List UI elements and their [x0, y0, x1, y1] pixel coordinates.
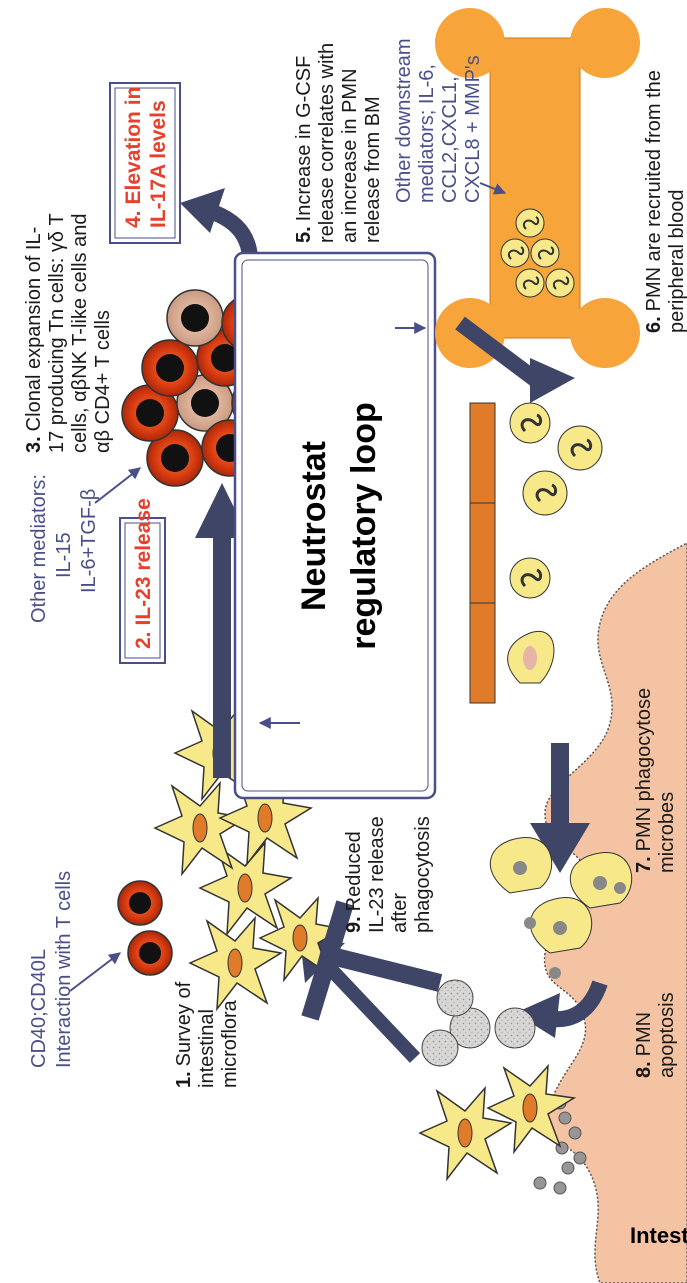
step5-line1: Increase in G-CSF	[293, 56, 315, 222]
other-mediators-1-line1: Other mediators:	[28, 474, 50, 623]
step7-line1: PMN phagocytose	[633, 688, 655, 851]
vessel-pmn-cells	[508, 403, 602, 683]
step6-label: 6. PMN are recruited from the peripheral …	[643, 70, 687, 333]
interaction-line1: CD40;CD40L	[28, 949, 50, 1068]
other-mediators-2-line2: mediators; IL-6,	[416, 64, 438, 203]
blood-vessel	[470, 403, 495, 703]
step2-box: 2. IL-23 release	[120, 498, 165, 663]
other-mediators-1-line3: IL-6+TGF-β	[78, 489, 100, 593]
neutrostat-loop-box: Neutrostat regulatory loop	[235, 253, 435, 798]
dendritic-cells-intestine	[420, 1066, 574, 1179]
step3-line2: 17 producing Tn cells: γδ T	[46, 213, 68, 453]
step4-line1: Elevation in	[122, 87, 145, 205]
step8-number: 8.	[633, 1061, 655, 1078]
step3-line4: αβ CD4+ T cells	[92, 310, 114, 453]
step4-line2: IL-17A levels	[147, 100, 170, 228]
step5-number: 5.	[293, 226, 315, 243]
step6-line2: peripheral blood	[666, 190, 687, 333]
step6-line1: PMN are recruited from the	[643, 70, 665, 311]
interaction-line2: Interaction with T cells	[53, 871, 75, 1068]
step2-number: 2.	[132, 631, 155, 649]
step3-label: 3. Clonal expansion of IL- 17 producing T…	[23, 213, 114, 453]
apoptotic-pmn-cells	[422, 980, 535, 1066]
loop-title-line2: regulatory loop	[345, 402, 383, 649]
step9-line4: phagocytosis	[412, 816, 434, 933]
step1-line2: intestinal	[196, 1009, 218, 1088]
step8-line2: apoptosis	[656, 992, 678, 1078]
step5-line2: release correlates with	[316, 43, 338, 243]
other-mediators-2-line3: CCL2,CXCL1,	[439, 76, 461, 203]
step3-number: 3.	[23, 436, 45, 453]
step7-line2: microbes	[656, 792, 678, 873]
step8-line1: PMN	[633, 1012, 655, 1056]
step4-box: 4. Elevation in IL-17A levels	[110, 83, 180, 243]
svg-text:6.PMN are recruited from the: 6. PMN are recruited from the	[643, 70, 665, 333]
step3-line3: cells, αβNK T-like cells and	[69, 214, 91, 453]
svg-text:7.PMN phagocytose: 7. PMN phagocytose	[633, 688, 655, 873]
svg-text:8.PMN: 8. PMN	[633, 1012, 655, 1078]
step9-label: 9. Reduced IL-23 release after phagocytos…	[343, 816, 434, 933]
step1-line1: Survey of	[173, 981, 195, 1066]
step9-line3: after	[389, 893, 411, 933]
other-mediators-1-line2: IL-15	[53, 532, 75, 578]
step5-label: 5. Increase in G-CSF release correlates w…	[293, 43, 384, 243]
step1-line3: microflora	[219, 999, 241, 1088]
cd40-pointer	[70, 953, 120, 991]
step5-line3: an increase in PMN	[339, 68, 361, 243]
step1-label: 1. Survey of intestinal microflora	[173, 981, 241, 1088]
svg-text:5.Increase in G-CSF: 5. Increase in G-CSF	[293, 56, 315, 243]
step9-line2: IL-23 release	[366, 816, 388, 933]
step5-line4: release from BM	[362, 96, 384, 243]
loop-title-line1: Neutrostat	[295, 441, 333, 611]
step9-line1: Reduced	[343, 831, 365, 911]
svg-text:3.Clonal expansion of IL-: 3. Clonal expansion of IL-	[23, 227, 45, 453]
t-cells-interaction	[118, 881, 172, 975]
step4-number: 4.	[122, 210, 145, 228]
svg-text:1.Survey of: 1. Survey of	[173, 981, 195, 1088]
step1-number: 1.	[173, 1071, 195, 1088]
interaction-label: CD40;CD40L Interaction with T cells	[28, 871, 75, 1068]
other-mediators-2-line1: Other downstream	[393, 38, 415, 203]
step9-number: 9.	[343, 916, 365, 933]
step3-line1: Clonal expansion of IL-	[23, 227, 45, 432]
svg-text:9.Reduced: 9. Reduced	[343, 831, 365, 933]
intestine-label: Intestine	[630, 1223, 687, 1248]
step6-number: 6.	[643, 316, 665, 333]
step7-number: 7.	[633, 856, 655, 873]
step2-text: IL-23 release	[132, 498, 155, 625]
other-mediators-2-line4: CXCL8 + MMP's	[462, 55, 484, 203]
